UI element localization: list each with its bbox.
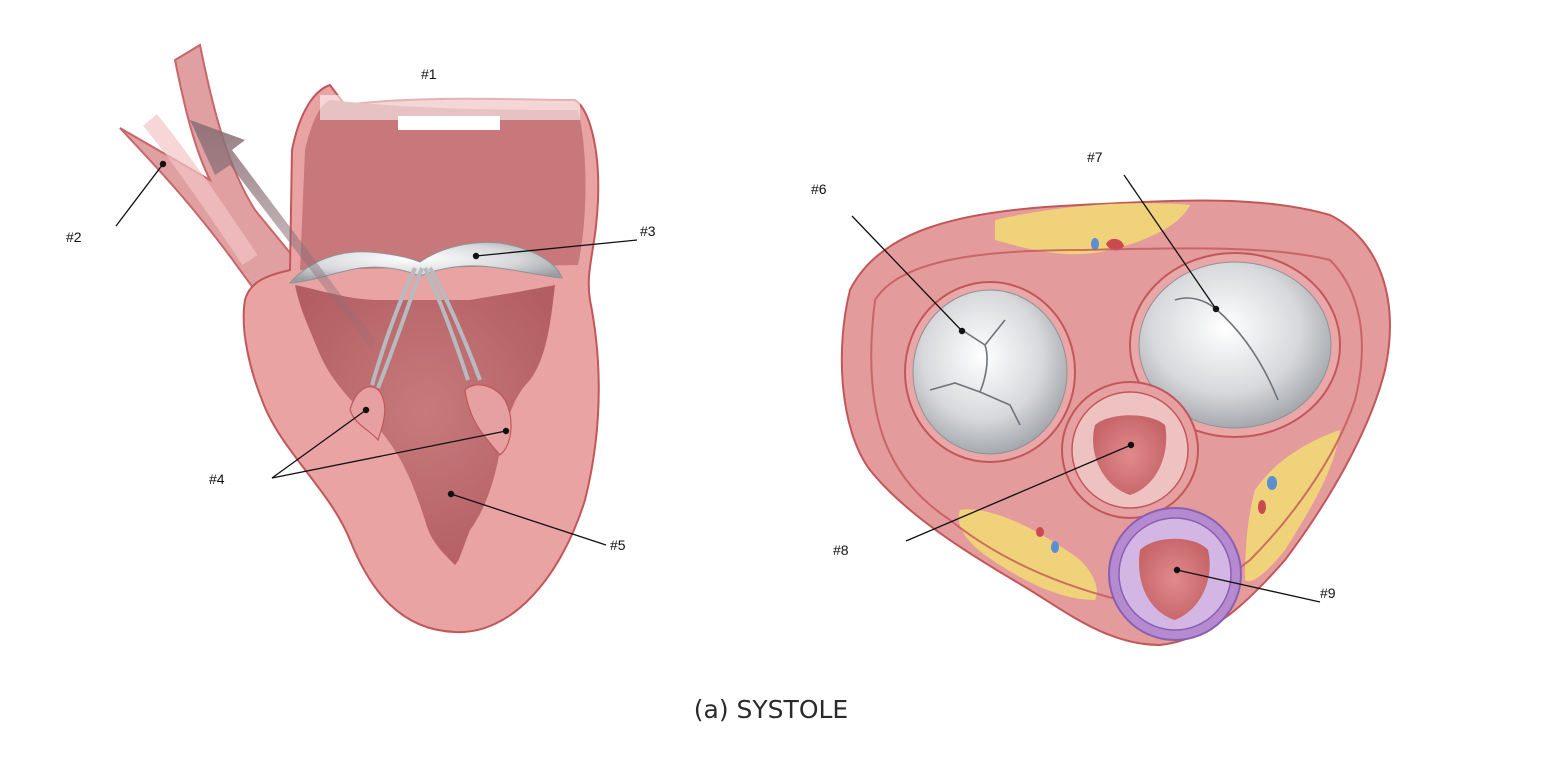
leader-lines <box>115 160 1321 603</box>
heart-long-section <box>119 43 600 634</box>
aortic-orifice <box>1093 415 1167 495</box>
label-9: #9 <box>1320 585 1336 601</box>
mitral-valve-leaflets <box>288 241 563 284</box>
coronary-artery-icon <box>1106 238 1124 251</box>
label-5: #5 <box>610 537 626 553</box>
left-ventricle-cavity <box>295 285 555 565</box>
label-6: #6 <box>811 181 827 197</box>
pulmonic-orifice <box>1139 538 1210 620</box>
mitral-valve <box>1138 261 1332 429</box>
tricuspid-commissures <box>929 319 1021 426</box>
label-1: #1 <box>421 66 437 82</box>
papillary-muscle-left <box>349 386 386 442</box>
aorta-vessel <box>119 43 302 302</box>
blood-flow-arrow <box>190 120 375 350</box>
label-7: #7 <box>1087 149 1103 165</box>
figure-caption: (a) SYSTOLE <box>694 695 848 724</box>
tricuspid-valve <box>912 289 1068 455</box>
label-2: #2 <box>66 229 82 245</box>
fat-pad-right <box>1245 430 1340 582</box>
label-4: #4 <box>209 471 225 487</box>
chordae-tendineae <box>370 267 482 389</box>
fat-pad-left <box>958 509 1097 600</box>
label-3: #3 <box>640 223 656 239</box>
labels: #1 #2 #3 #4 #5 #6 #7 #8 #9 (a) SYSTOLE <box>66 66 1336 724</box>
fat-pad-top <box>995 203 1190 255</box>
papillary-muscle-right <box>464 384 512 456</box>
mitral-commissure <box>1174 297 1279 401</box>
valve-plane-section <box>840 199 1391 647</box>
coronary-vein-icon <box>1091 238 1099 250</box>
left-atrium-cavity <box>300 100 586 270</box>
label-8: #8 <box>833 542 849 558</box>
